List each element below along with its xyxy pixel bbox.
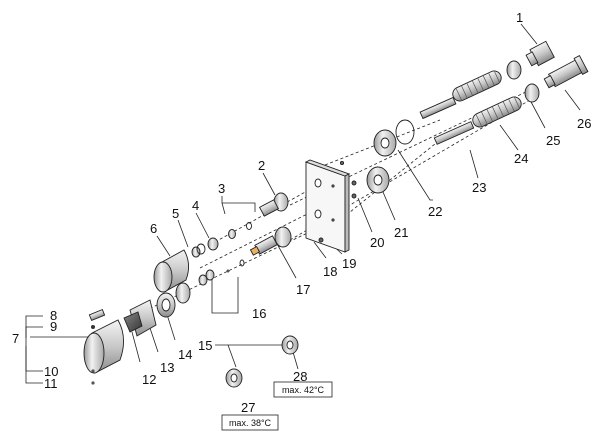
screw-part-20 [351, 180, 357, 199]
leader-lines [25, 23, 581, 384]
label-14: 14 [178, 347, 192, 362]
screw-part-9 [91, 325, 95, 329]
label-19: 19 [342, 256, 356, 271]
cartridge-part-26 [543, 55, 589, 89]
knurled-ring-part-13 [156, 292, 176, 318]
nut-part-mid [198, 269, 215, 286]
label-2: 2 [258, 158, 265, 173]
label-18: 18 [323, 264, 337, 279]
label-10: 10 [44, 364, 58, 379]
label-12: 12 [142, 372, 156, 387]
label-17: 17 [296, 282, 310, 297]
label-4: 4 [192, 198, 199, 213]
label-21: 21 [394, 225, 408, 240]
note-max-42: max. 42°C [282, 385, 325, 395]
label-9: 9 [50, 319, 57, 334]
label-22: 22 [428, 204, 442, 219]
label-6: 6 [150, 221, 157, 236]
temperature-ring-part-28 [281, 335, 299, 355]
label-15: 15 [198, 338, 212, 353]
label-11: 11 [44, 376, 58, 391]
ring-part-14 [175, 282, 191, 304]
ring-part-16 [226, 259, 245, 273]
temperature-ring-part-27 [225, 368, 243, 388]
note-box-38: max. 38°C [221, 414, 279, 431]
rosette-part-21 [366, 129, 397, 194]
pin-part-8 [88, 309, 106, 321]
label-16: 16 [252, 306, 266, 321]
screw-part-18 [318, 160, 345, 243]
label-27: 27 [241, 400, 255, 415]
handle-part-7 [83, 319, 124, 374]
nut-part-4 [207, 237, 219, 251]
label-5: 5 [172, 206, 179, 221]
label-20: 20 [370, 235, 384, 250]
lever-body-part-12 [123, 299, 157, 337]
label-13: 13 [160, 360, 174, 375]
screw-part-11 [91, 381, 95, 385]
note-max-38: max. 38°C [229, 418, 272, 428]
label-3: 3 [218, 181, 225, 196]
note-box-42: max. 42°C [273, 381, 333, 398]
label-23: 23 [472, 180, 486, 195]
spring-part-5 [191, 243, 206, 258]
label-7: 7 [12, 331, 19, 346]
label-26: 26 [577, 116, 591, 131]
label-24: 24 [514, 151, 528, 166]
cap-part-1 [525, 40, 555, 67]
callout-labels: 1 2 3 4 5 6 7 8 9 10 11 12 13 14 15 16 1… [12, 10, 591, 415]
label-28: 28 [293, 369, 307, 384]
label-25: 25 [546, 133, 560, 148]
label-8: 8 [50, 308, 57, 323]
handle-part-6 [153, 249, 189, 293]
screw-part-10 [91, 369, 95, 373]
nut-part-25 [506, 60, 540, 103]
o-ring-part-22 [395, 119, 415, 145]
cartridge-part-2 [258, 192, 289, 217]
rod-part-23 [419, 96, 475, 145]
cartridge-part-17 [249, 226, 292, 256]
mounting-plate-part-19 [304, 159, 351, 253]
ring-part-3 [228, 222, 252, 239]
ribbed-sleeve-part-24 [452, 70, 522, 128]
label-1: 1 [516, 10, 523, 25]
